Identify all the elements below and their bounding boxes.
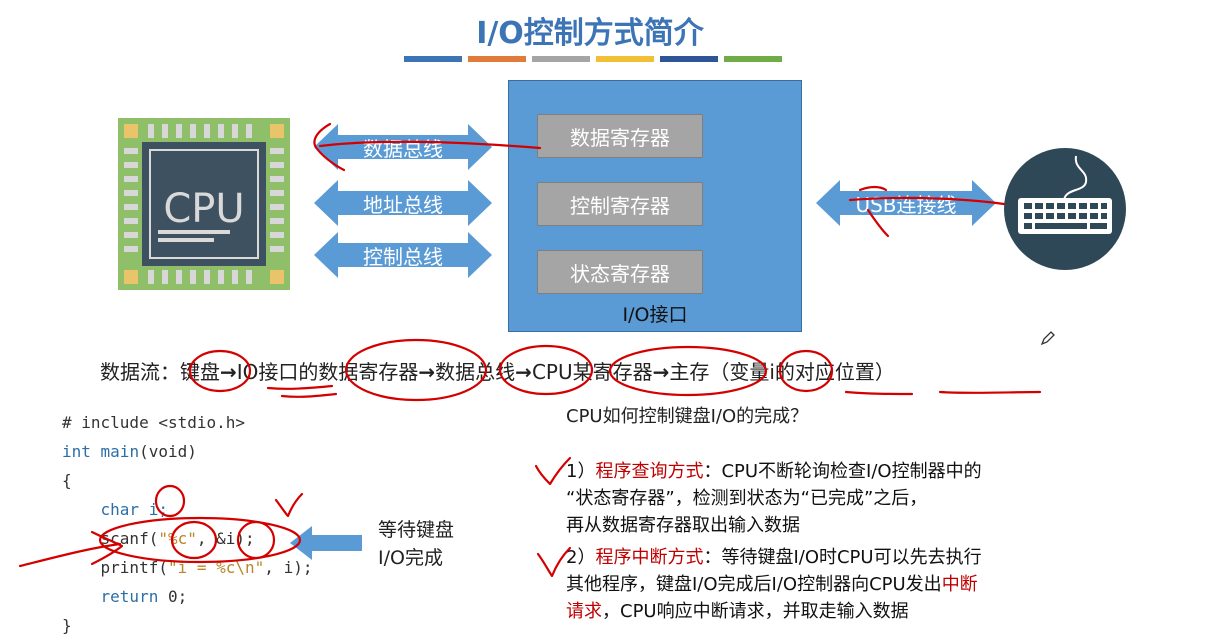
dataflow-step-io-data-register: IO接口的数据寄存器 — [236, 360, 419, 384]
annotation-stroke — [280, 392, 338, 398]
method-highlight: 请求 — [566, 601, 602, 622]
code-text: printf( — [62, 558, 168, 577]
code-line: } — [62, 616, 72, 635]
io-interface-box: 数据寄存器 控制寄存器 状态寄存器 I/O接口 — [508, 80, 802, 332]
method-text: ：等待键盘I/O时CPU可以先去执行 — [703, 547, 982, 568]
wait-note-line: I/O完成 — [378, 547, 443, 569]
keyboard-icon — [1004, 148, 1126, 270]
method-name: 程序查询方式 — [595, 461, 704, 482]
method-text: ，CPU响应中断请求，并取走输入数据 — [602, 601, 909, 622]
code-line: { — [62, 471, 72, 490]
code-function: main — [90, 442, 140, 461]
code-line: printf("i = %c\n", i); — [62, 553, 313, 582]
method-text: ：CPU不断轮询检查I/O控制器中的 — [703, 461, 982, 482]
control-bus-arrow: 控制总线 — [314, 232, 492, 278]
data-register: 数据寄存器 — [537, 114, 703, 158]
title-bar — [404, 56, 462, 62]
method-text: 其他程序，键盘I/O完成后I/O控制器向CPU发出 — [566, 574, 942, 595]
title-bar — [532, 56, 590, 62]
usb-cable-label: USB连接线 — [855, 192, 957, 217]
data-bus-arrow: 数据总线 — [314, 124, 492, 170]
cpu-chip-icon: CPU — [118, 118, 290, 290]
code-line: int main(void) — [62, 437, 312, 466]
method-text: 再从数据寄存器取出输入数据 — [566, 515, 800, 536]
arrow-right-icon: → — [418, 360, 436, 384]
slide-title: I/O控制方式简介 — [476, 16, 704, 51]
method-number: 2） — [566, 547, 596, 568]
annotation-stroke — [844, 390, 914, 396]
status-register: 状态寄存器 — [537, 250, 703, 294]
annotation-stroke — [266, 384, 334, 390]
cpu-chip-label: CPU — [163, 186, 244, 232]
dataflow-prefix: 数据流： — [100, 360, 180, 384]
annotation-stroke — [938, 390, 1042, 394]
dataflow-step-cpu-register: CPU某寄存器 — [531, 360, 653, 384]
code-text: (void) — [139, 442, 197, 461]
method-highlight: 中断 — [941, 574, 978, 595]
control-register: 控制寄存器 — [537, 182, 703, 226]
method-text: “状态寄存器”，检测到状态为“已完成”之后， — [566, 488, 928, 509]
code-line: return 0; — [62, 582, 312, 611]
data-flow-line: 数据流：键盘→IO接口的数据寄存器→数据总线→CPU某寄存器→主存（变量i的对应… — [100, 356, 895, 385]
code-string: "i = %c\n" — [167, 558, 265, 577]
address-bus-label: 地址总线 — [363, 192, 443, 217]
double-arrow-icon — [314, 232, 492, 278]
arrow-right-icon: → — [515, 360, 532, 384]
annotation-stroke — [534, 456, 572, 486]
title-bar — [596, 56, 654, 62]
code-text: , i); — [264, 558, 313, 577]
title-underline-bars — [404, 56, 782, 62]
dataflow-step-main-memory: 主存 — [669, 360, 710, 384]
usb-cable-arrow: USB连接线 — [816, 180, 996, 226]
pen-icon[interactable] — [1040, 330, 1056, 346]
arrow-right-icon: → — [652, 360, 670, 384]
double-arrow-icon — [314, 180, 492, 226]
data-bus-label: 数据总线 — [363, 136, 443, 161]
code-line: scanf("%c", &i); — [62, 524, 312, 553]
code-line: char i; — [62, 500, 168, 519]
control-bus-label: 控制总线 — [363, 244, 443, 269]
dataflow-step-data-bus: 数据总线 — [435, 360, 516, 384]
code-text: 0; — [158, 587, 188, 606]
code-block: # include <stdio.h> int main(void) { char … — [62, 408, 312, 640]
method-polling: 1）程序查询方式：CPU不断轮询检查I/O控制器中的 “状态寄存器”，检测到状态… — [566, 458, 982, 539]
code-keyword: return — [62, 587, 159, 606]
method-name: 程序中断方式 — [595, 547, 704, 568]
wait-note: 等待键盘 I/O完成 — [378, 516, 454, 572]
code-keyword: int — [62, 442, 91, 461]
code-string: "%c" — [158, 529, 197, 548]
code-text: , &i); — [196, 529, 255, 548]
code-text: scanf( — [62, 529, 159, 548]
address-bus-arrow: 地址总线 — [314, 180, 492, 226]
method-interrupt: 2）程序中断方式：等待键盘I/O时CPU可以先去执行 其他程序，键盘I/O完成后… — [566, 544, 982, 625]
question-text: CPU如何控制键盘I/O的完成？ — [566, 406, 809, 427]
io-interface-label: I/O接口 — [622, 304, 688, 326]
title-bar — [724, 56, 782, 62]
wait-note-line: 等待键盘 — [378, 519, 455, 541]
title-bar — [660, 56, 718, 62]
arrow-right-icon: → — [220, 360, 237, 384]
dataflow-step-keyboard: 键盘 — [180, 360, 220, 384]
method-number: 1） — [566, 461, 596, 482]
title-bar — [468, 56, 526, 62]
left-arrow-icon — [290, 526, 362, 560]
code-line: # include <stdio.h> — [62, 413, 246, 432]
dataflow-suffix: （变量i的对应位置） — [709, 360, 895, 384]
